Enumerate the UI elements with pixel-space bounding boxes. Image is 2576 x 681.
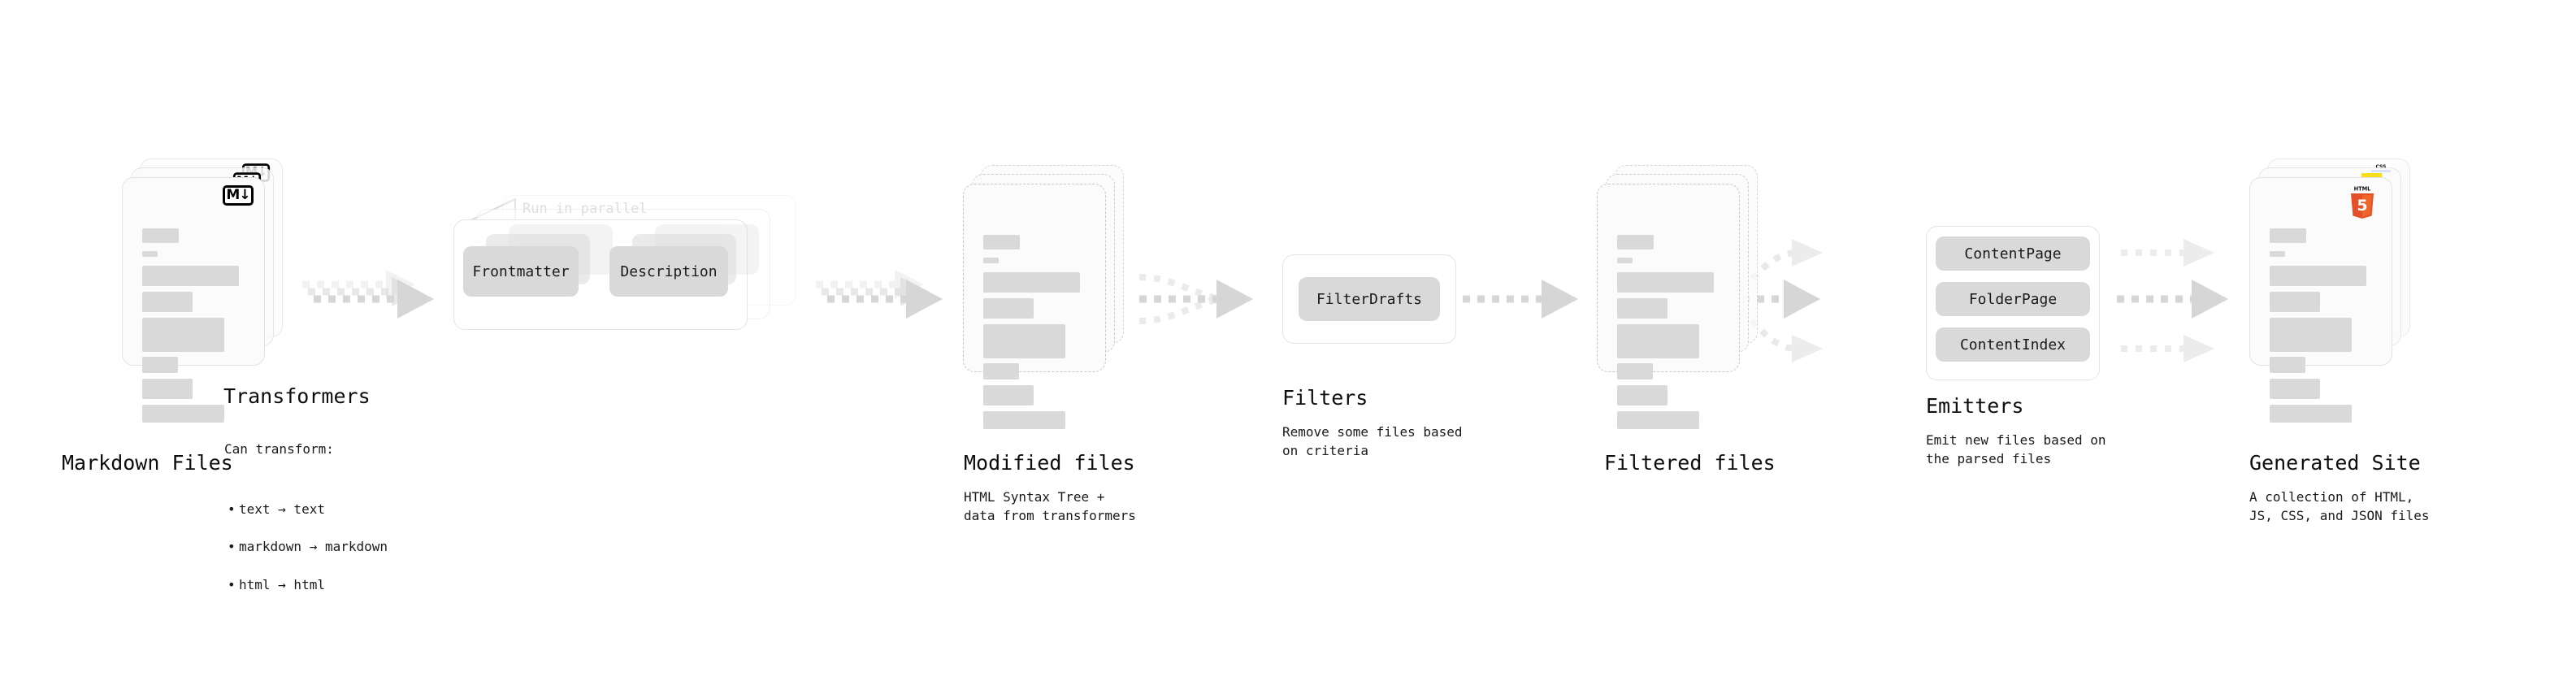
- connector-markdown-to-transformers: [302, 270, 434, 319]
- skeleton-bar: [983, 272, 1080, 293]
- modified-doc-card-front: [963, 184, 1106, 429]
- caption-title-transformers: Transformers: [223, 384, 371, 408]
- skeleton-bar: [983, 411, 1065, 429]
- markdown-badge-front: M↓: [223, 185, 254, 206]
- skeleton-bar: [142, 357, 178, 373]
- caption-sub-generated-site: A collection of HTML, JS, CSS, and JSON …: [2249, 489, 2430, 524]
- skeleton-bar: [1617, 411, 1699, 429]
- skeleton-bar: [1617, 298, 1667, 319]
- transformers-bullet-item: html → html: [228, 575, 388, 594]
- caption-sub-filters: Remove some files based on criteria: [1282, 424, 1463, 459]
- transformers-bullet-item: markdown → markdown: [228, 537, 388, 556]
- skeleton-bar: [142, 405, 224, 423]
- skeleton-bar: [142, 379, 193, 399]
- transformer-pill-frontmatter[interactable]: Frontmatter: [463, 246, 579, 297]
- skeleton-bar: [983, 258, 999, 263]
- connector-filters-to-filtered: [1463, 280, 1578, 319]
- stage-generated-site: CSS HTML 5: [2249, 158, 2428, 423]
- emitter-pill-contentpage[interactable]: ContentPage: [1936, 236, 2090, 271]
- caption-title-filtered-files: Filtered files: [1604, 451, 1776, 475]
- skeleton-bar: [983, 324, 1065, 358]
- caption-title-markdown-files: Markdown Files: [62, 451, 233, 475]
- caption-title-filters: Filters: [1282, 386, 1368, 410]
- skeleton-bar: [983, 298, 1034, 319]
- skeleton-bar: [142, 318, 224, 352]
- skeleton-bar: [983, 363, 1019, 380]
- caption-title-generated-site: Generated Site: [2249, 451, 2421, 475]
- generated-doc-stack: CSS HTML 5: [2249, 158, 2428, 423]
- svg-text:5: 5: [2357, 197, 2367, 215]
- html5-icon: HTML 5: [2348, 184, 2376, 219]
- skeleton-bar: [1617, 258, 1633, 263]
- skeleton-bar: [983, 385, 1034, 406]
- transformer-pill-description[interactable]: Description: [609, 246, 728, 297]
- markdown-doc-stack: M↓ M↓ M↓: [122, 158, 293, 423]
- skeleton-bar: [1617, 324, 1699, 358]
- skeleton-bar: [1617, 363, 1653, 380]
- css-badge-label: CSS: [2371, 165, 2391, 170]
- skeleton-bar: [2270, 251, 2285, 257]
- svg-text:HTML: HTML: [2354, 186, 2372, 193]
- skeleton-bar: [142, 266, 239, 286]
- markdown-doc-card-front: [122, 177, 265, 423]
- transformers-bullet-list: text → text markdown → markdown html → h…: [224, 481, 388, 613]
- filtered-doc-stack: [1597, 165, 1767, 429]
- caption-sub-emitters: Emit new files based on the parsed files: [1926, 432, 2106, 467]
- skeleton-bar: [142, 251, 158, 257]
- skeleton-bar: [142, 292, 193, 312]
- skeleton-bar: [2270, 292, 2320, 312]
- skeleton-bar: [1617, 272, 1714, 293]
- transformers-can-transform-label: Can transform:: [224, 441, 334, 458]
- caption-title-emitters: Emitters: [1926, 394, 2024, 418]
- stage-filtered-files: [1597, 165, 1767, 429]
- caption-title-modified: Modified files: [964, 451, 1135, 475]
- stage-markdown-files: M↓ M↓ M↓: [122, 158, 293, 423]
- skeleton-bar: [142, 228, 179, 243]
- connector-emitters-to-site: [2117, 239, 2228, 362]
- connector-transformers-to-modified: [816, 270, 943, 319]
- connector-modified-to-filters: [1138, 274, 1253, 324]
- skeleton-bar: [2270, 379, 2320, 399]
- modified-doc-stack: [963, 165, 1134, 429]
- caption-sub-transformers: Can transform: text → text markdown → ma…: [224, 421, 388, 631]
- filtered-doc-card-front: [1597, 184, 1740, 429]
- filter-pill-filterdrafts[interactable]: FilterDrafts: [1299, 277, 1440, 321]
- skeleton-bar: [2270, 318, 2352, 352]
- emitter-pill-contentindex[interactable]: ContentIndex: [1936, 327, 2090, 362]
- emitter-pill-folderpage[interactable]: FolderPage: [1936, 282, 2090, 316]
- skeleton-bar: [1617, 235, 1654, 249]
- skeleton-bar: [1617, 385, 1667, 406]
- skeleton-bar: [983, 235, 1020, 249]
- stage-modified-files: [963, 165, 1134, 429]
- skeleton-bar: [2270, 266, 2366, 286]
- generated-doc-card-front: [2249, 177, 2392, 423]
- skeleton-bar: [2270, 405, 2352, 423]
- skeleton-bar: [2270, 357, 2305, 373]
- skeleton-bar: [2270, 228, 2306, 243]
- caption-sub-modified-files: HTML Syntax Tree + data from transformer…: [964, 489, 1136, 524]
- run-in-parallel-label: Run in parallel: [523, 201, 648, 217]
- transformers-bullet-item: text → text: [228, 500, 388, 518]
